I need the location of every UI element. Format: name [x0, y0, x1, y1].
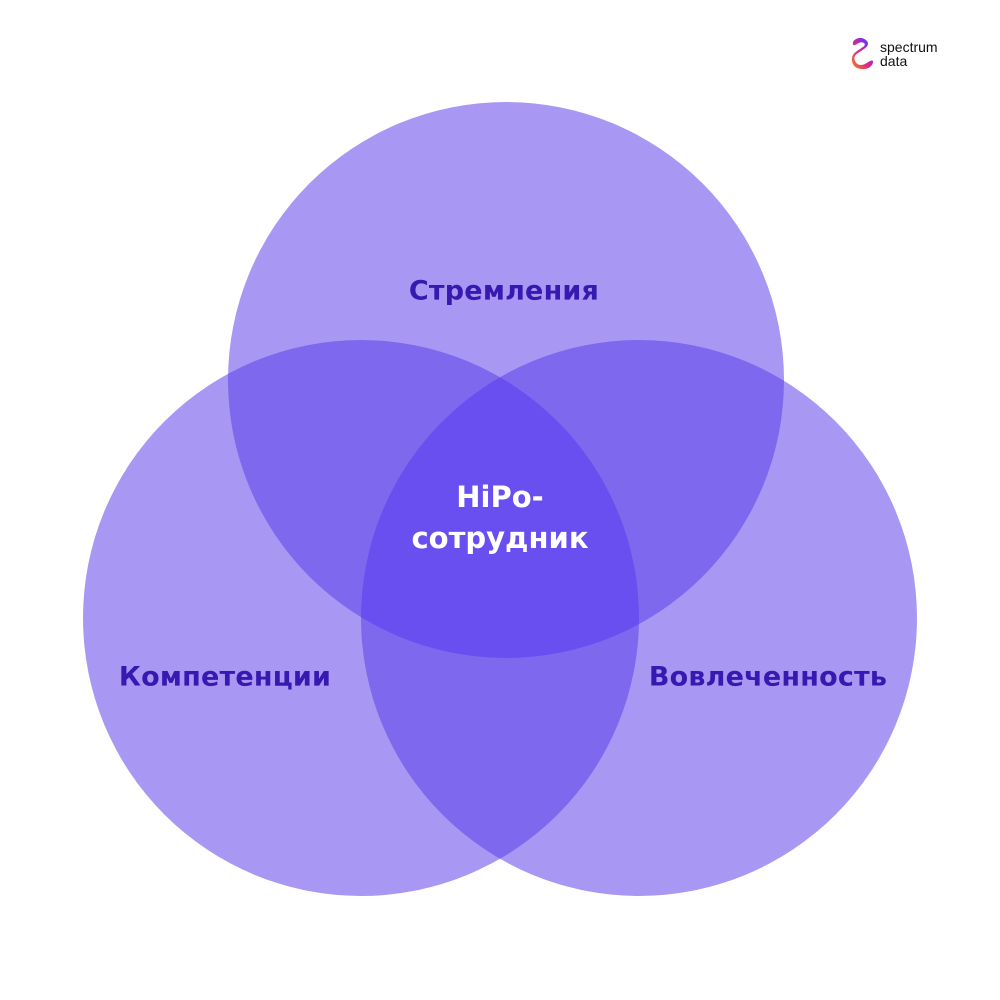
center-label-line1: HiPo- [456, 480, 544, 514]
logo-text: spectrum data [880, 40, 938, 68]
brand-logo: spectrum data [850, 37, 938, 71]
overlap-all-three [361, 340, 639, 658]
center-label-line2: сотрудник [411, 521, 589, 555]
center-label-hipo: HiPo- сотрудник [411, 477, 588, 559]
logo-text-line2: data [880, 53, 908, 69]
label-engagement: Вовлеченность [648, 661, 888, 693]
label-competencies: Компетенции [118, 661, 332, 693]
label-aspirations: Стремления [408, 275, 600, 307]
logo-text-line1: spectrum [880, 39, 938, 55]
spectrum-data-logo-icon [851, 37, 874, 70]
